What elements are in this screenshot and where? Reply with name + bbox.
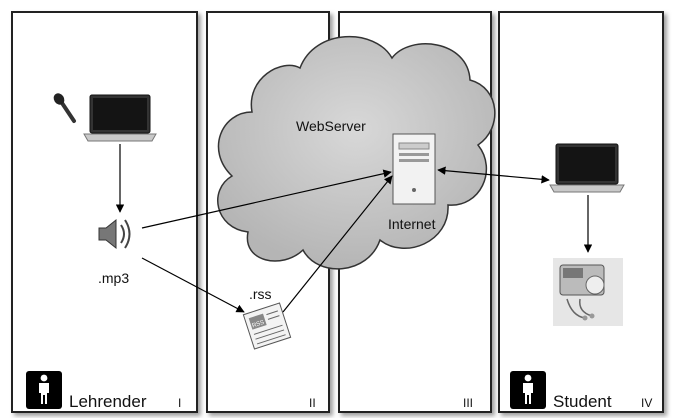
- mp3-label: .mp3: [98, 270, 129, 286]
- rss-icon-text: RSS: [252, 320, 266, 330]
- microphone-icon: [53, 93, 76, 123]
- server-tower-icon: [392, 133, 436, 205]
- panel-numeral-4: IV: [641, 396, 652, 410]
- person-icon-student: [510, 371, 546, 409]
- person-label-teacher: Lehrender: [69, 392, 147, 411]
- webserver-label: WebServer: [296, 118, 366, 134]
- arrow-speaker-to-rss: [141, 257, 245, 313]
- panel-numeral-2: II: [309, 396, 316, 410]
- rss-newspaper-icon: RSS: [242, 302, 292, 350]
- person-label-student: Student: [553, 392, 612, 411]
- mp3-player-icon: [553, 258, 623, 326]
- speaker-icon: [98, 218, 131, 250]
- laptop-icon-student: [549, 143, 625, 193]
- rss-label: .rss: [249, 286, 272, 302]
- arrow-server-student-laptop: [437, 166, 550, 184]
- cloud: [217, 36, 496, 270]
- arrow-rss-to-server: [282, 175, 393, 313]
- panel-numeral-1: I: [178, 396, 181, 410]
- person-icon-teacher: [26, 371, 62, 409]
- panel-numeral-3: III: [463, 396, 473, 410]
- flow-arrows: [115, 144, 593, 313]
- laptop-icon-teacher: [83, 94, 157, 142]
- arrow-speaker-to-server: [141, 169, 392, 229]
- panel-4: [498, 11, 664, 413]
- internet-label: Internet: [388, 216, 436, 232]
- panel-1: [11, 11, 198, 413]
